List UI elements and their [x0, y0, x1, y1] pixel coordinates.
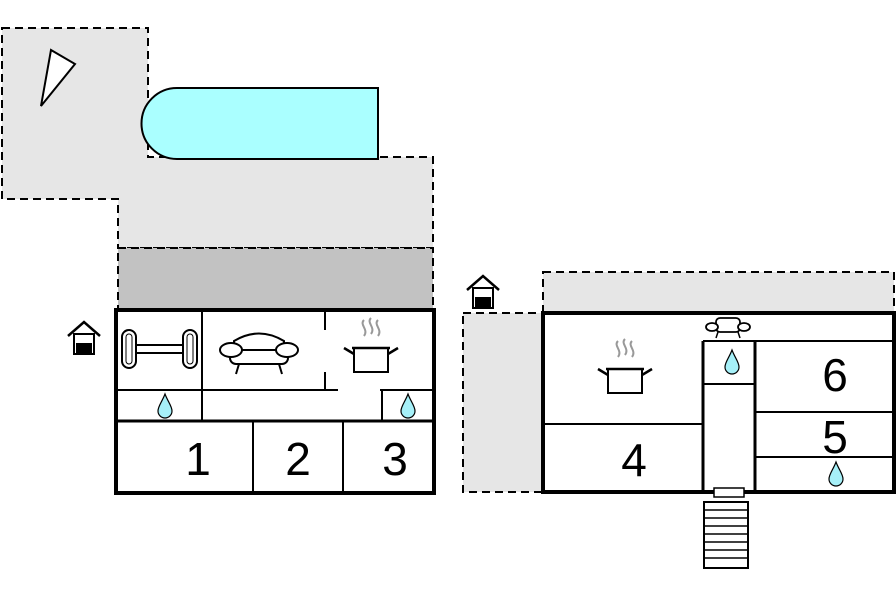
covered-terrace-left	[117, 247, 434, 311]
stove-fireplace-icon	[705, 317, 751, 339]
compass-north-arrow-icon	[40, 48, 77, 107]
room-number-3: 3	[382, 433, 408, 485]
stairs	[703, 487, 749, 569]
entrance-house-icon	[465, 274, 501, 310]
building-right	[541, 311, 896, 494]
terrace-side-right	[462, 312, 544, 493]
fitness-dumbbell-icon	[121, 329, 198, 369]
room-number-5: 5	[822, 411, 848, 463]
terrace-top-right	[542, 271, 895, 313]
entrance-house-icon	[66, 320, 102, 356]
room-number-6: 6	[822, 349, 848, 401]
room-number-4: 4	[621, 434, 647, 486]
swimming-pool	[140, 87, 379, 160]
sofa-icon	[219, 332, 299, 375]
room-number-2: 2	[285, 433, 311, 485]
room-number-1: 1	[185, 433, 211, 485]
